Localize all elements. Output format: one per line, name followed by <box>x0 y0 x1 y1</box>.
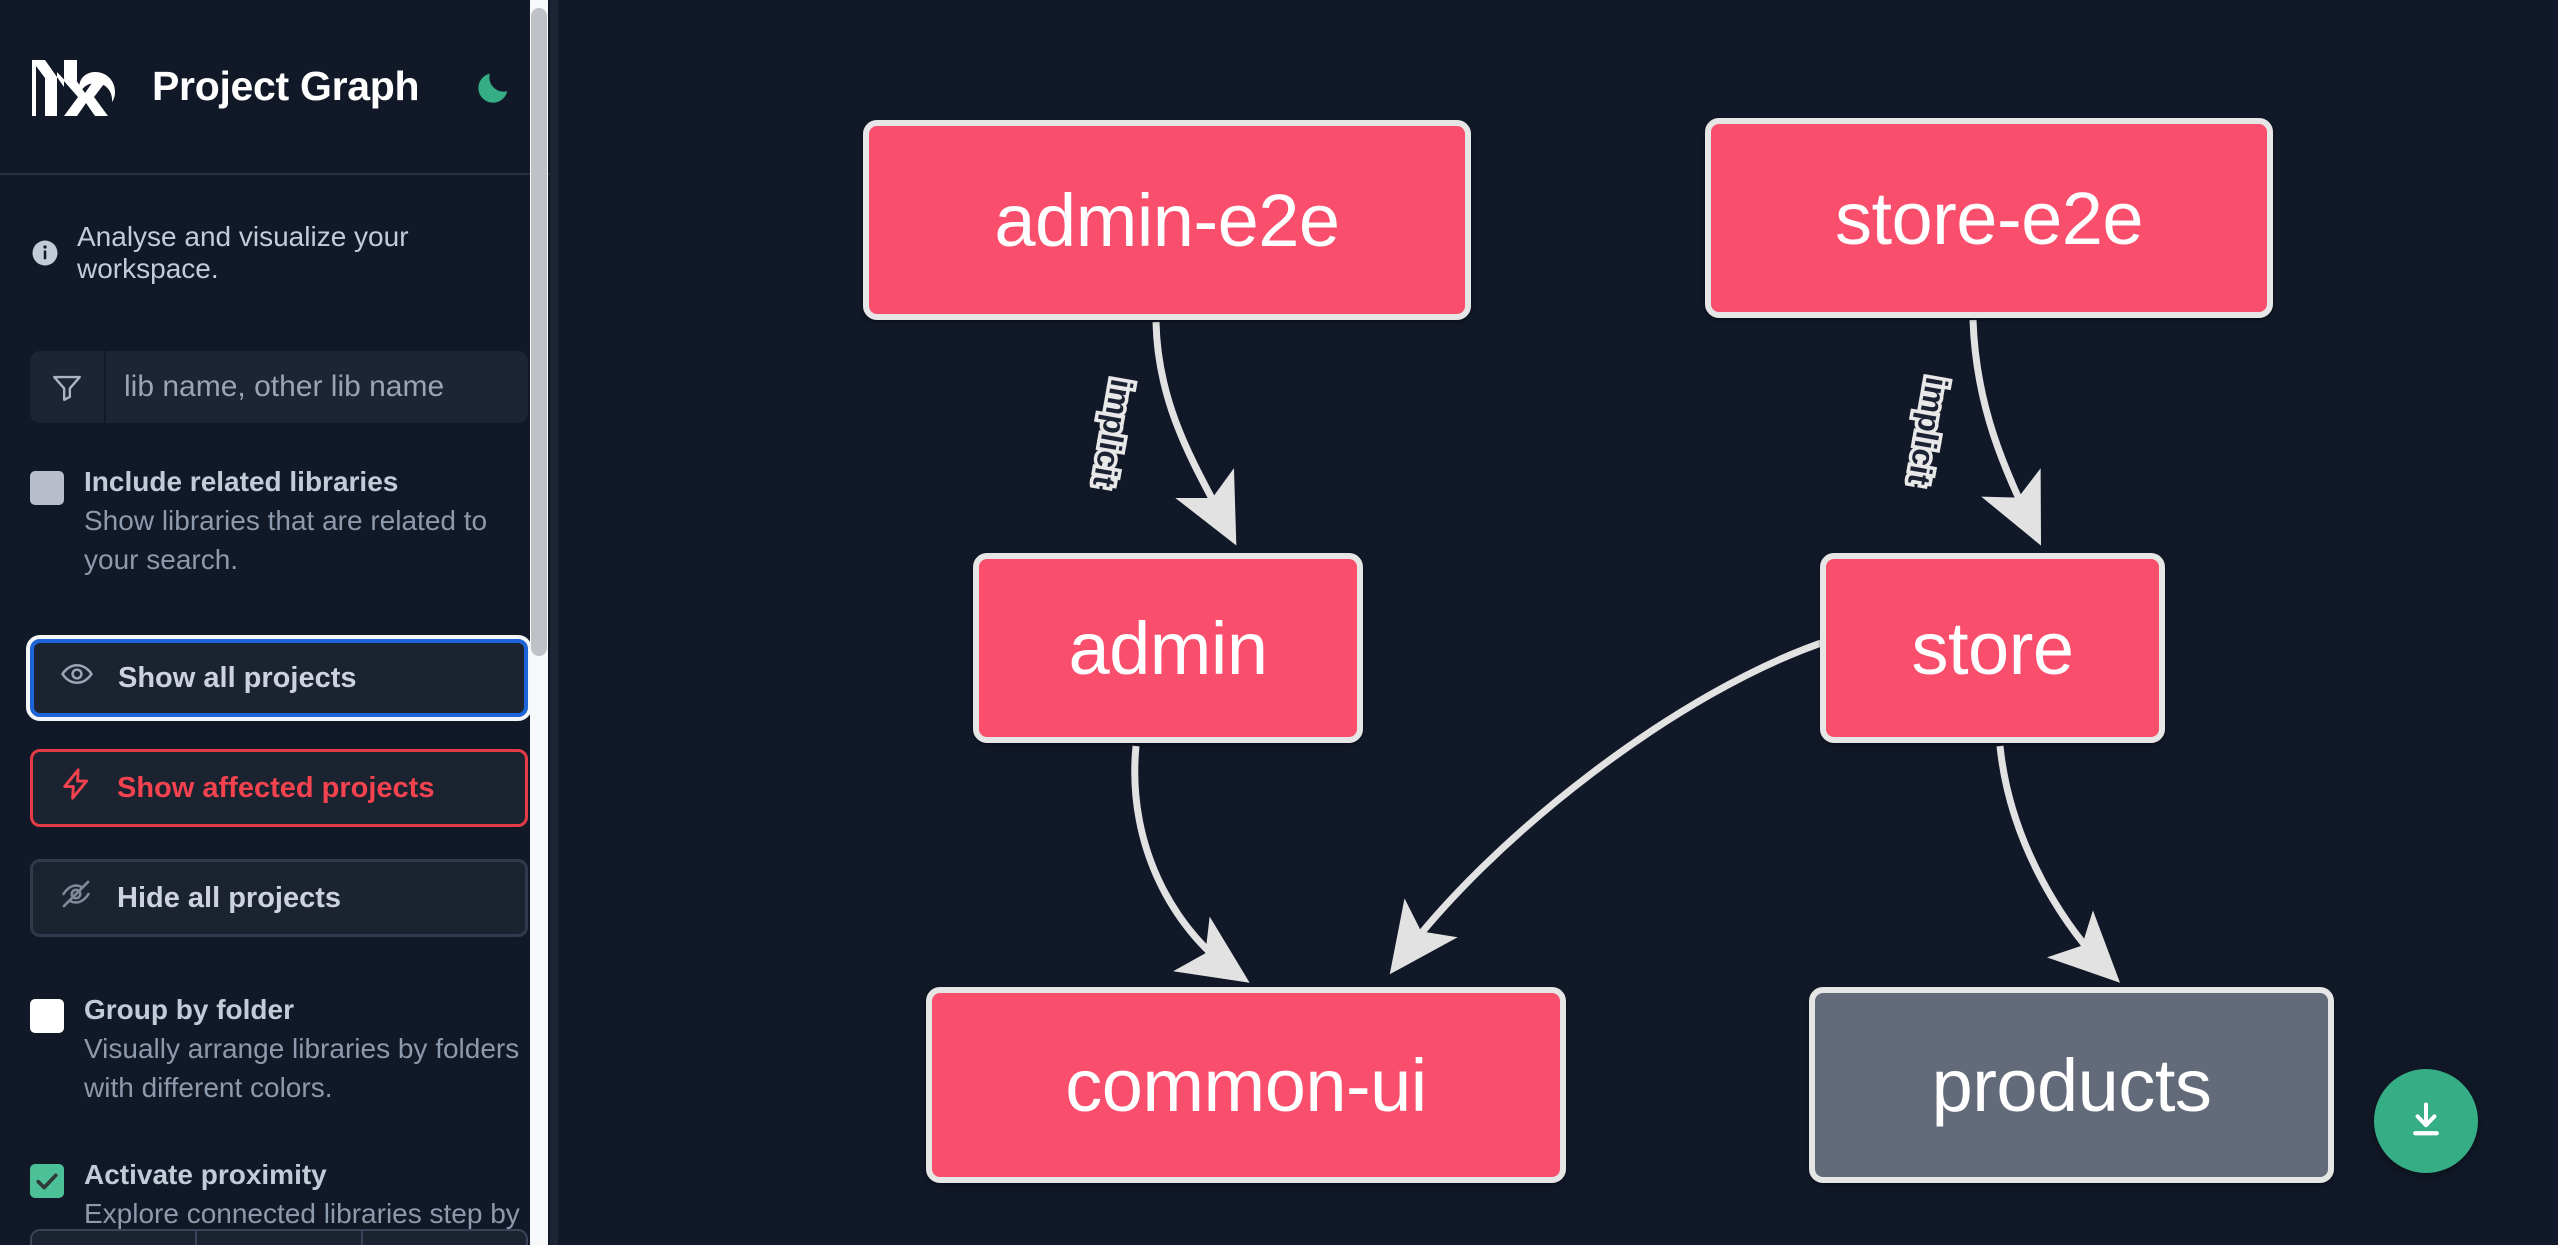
sidebar-header: Project Graph <box>0 0 558 175</box>
graph-node-admin-label: admin <box>1068 606 1268 690</box>
checkbox-activate-proximity-description: Explore connected libraries step by step… <box>84 1197 520 1245</box>
segment-2[interactable] <box>197 1231 363 1245</box>
eye-off-icon <box>59 877 93 919</box>
download-icon <box>2413 1102 2439 1136</box>
checkbox-group-by-folder-label: Group by folder <box>84 994 294 1026</box>
checkbox-include-related-libraries-description: Show libraries that are related to your … <box>84 505 488 575</box>
app-title: Project Graph <box>152 63 420 109</box>
tagline-text: Analyse and visualize your workspace. <box>77 221 409 284</box>
edge-admin-to-common-ui <box>1131 745 1250 983</box>
tagline: Analyse and visualize your workspace. <box>30 221 528 285</box>
hide-all-projects-label: Hide all projects <box>117 881 342 914</box>
edge-admin-e2e-to-admin <box>1152 321 1237 546</box>
graph-node-products-label: products <box>1931 1043 2212 1127</box>
show-affected-projects-label: Show affected projects <box>117 771 435 804</box>
graph-node-admin-e2e-label: admin-e2e <box>994 178 1340 262</box>
checkbox-activate-proximity-box[interactable] <box>30 1163 64 1198</box>
download-graph-button[interactable] <box>2374 1069 2478 1173</box>
graph-node-admin[interactable]: admin <box>973 553 1363 743</box>
bolt-icon <box>59 767 93 809</box>
graph-node-products[interactable]: products <box>1809 987 2334 1183</box>
nx-logo-icon <box>30 56 126 118</box>
graph-canvas[interactable]: admin-e2e store-e2e admin store common-u… <box>558 0 2558 1245</box>
show-affected-projects-button[interactable]: Show affected projects <box>30 749 528 828</box>
moon-icon[interactable] <box>471 64 517 110</box>
proximity-step-segmented-control[interactable] <box>30 1229 528 1245</box>
checkbox-group-by-folder-description: Visually arrange libraries by folders wi… <box>84 1033 520 1103</box>
graph-node-common-ui[interactable]: common-ui <box>926 987 1566 1183</box>
hide-all-projects-button[interactable]: Hide all projects <box>30 859 528 938</box>
info-icon <box>30 238 60 268</box>
graph-node-store-e2e[interactable]: store-e2e <box>1705 118 2273 318</box>
sidebar-scrollbar-thumb[interactable] <box>531 8 547 656</box>
segment-3[interactable] <box>363 1231 526 1245</box>
graph-node-common-ui-label: common-ui <box>1065 1043 1427 1127</box>
checkbox-activate-proximity[interactable]: Activate proximity Explore connected lib… <box>30 1158 528 1245</box>
graph-edges <box>1131 319 2121 983</box>
sidebar-right-edge <box>550 0 558 1245</box>
checkbox-group-by-folder[interactable]: Group by folder Visually arrange librari… <box>30 993 528 1107</box>
graph-node-admin-e2e[interactable]: admin-e2e <box>863 120 1471 320</box>
graph-node-store[interactable]: store <box>1820 553 2165 743</box>
sidebar-body: Analyse and visualize your workspace. In… <box>0 221 558 1245</box>
sidebar: Project Graph Analyse and visualize your… <box>0 0 558 1245</box>
project-visibility-buttons: Show all projects Show affected projects <box>26 635 532 938</box>
search-field[interactable] <box>30 351 528 423</box>
checkbox-include-related-libraries-label: Include related libraries <box>84 466 399 497</box>
show-all-projects-label: Show all projects <box>118 661 357 694</box>
edge-store-e2e-to-store <box>1969 319 2042 546</box>
checkbox-activate-proximity-label: Activate proximity <box>84 1158 327 1190</box>
segment-1[interactable] <box>32 1231 198 1245</box>
edge-store-to-products <box>1996 745 2121 983</box>
sidebar-scrollbar[interactable] <box>530 0 548 1245</box>
checkbox-include-related-libraries-box[interactable] <box>30 471 64 505</box>
graph-node-store-e2e-label: store-e2e <box>1834 176 2144 260</box>
eye-icon <box>60 657 94 699</box>
filter-icon <box>30 351 106 423</box>
checkbox-group-by-folder-box[interactable] <box>30 999 64 1034</box>
edge-store-to-common-ui <box>1389 636 1832 975</box>
graph-node-store-label: store <box>1911 606 2074 690</box>
search-input[interactable] <box>106 351 528 423</box>
show-all-projects-button[interactable]: Show all projects <box>26 635 532 722</box>
checkbox-include-related-libraries[interactable]: Include related libraries Show libraries… <box>30 465 528 579</box>
